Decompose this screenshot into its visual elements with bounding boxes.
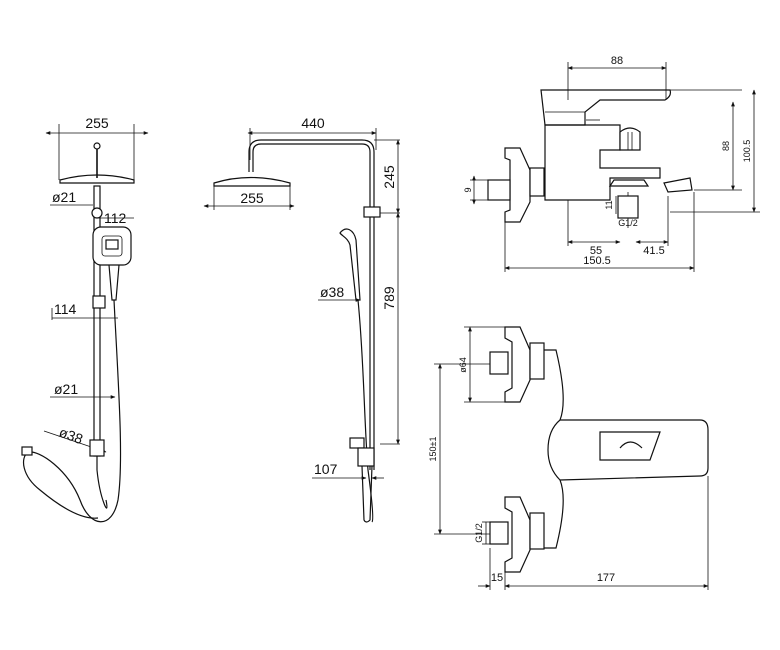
- lower-eccentric: [489, 521, 509, 545]
- valve-side: [349, 437, 365, 449]
- dim-wall-offset: 107: [314, 461, 338, 477]
- dim-head-width-side: 255: [240, 190, 264, 206]
- riser-joint: [91, 207, 103, 219]
- dim-mixer-total: 150.5: [583, 255, 611, 267]
- valve-outlet-side: [361, 465, 373, 523]
- mixer-body: [544, 124, 661, 201]
- slide-bracket: [92, 295, 106, 309]
- shower-hose-segment: [96, 469, 108, 509]
- spout-outlet: [608, 179, 650, 187]
- hand-shower-handle: [108, 264, 120, 301]
- diverter-knob: [619, 127, 641, 151]
- dim-arm-length: 440: [301, 115, 325, 131]
- nut: [529, 167, 545, 197]
- dim-rail-diameter: ø21: [54, 381, 78, 397]
- hose-outlet: [663, 177, 693, 193]
- dim-mixer-9: 9: [463, 187, 473, 192]
- shower-hose-loop: [22, 451, 99, 519]
- upper-eccentric: [489, 351, 509, 375]
- valve-body-side: [357, 447, 375, 467]
- dim-centers: 150±1: [428, 437, 438, 462]
- dim-mixer-55: 55: [590, 245, 602, 257]
- dim-offset-15: 15: [491, 572, 503, 584]
- spout-thread: [617, 195, 639, 219]
- hand-shower-nozzle-plate: [101, 235, 123, 257]
- mixer-top-view: ø64 150±1 G1/2 15 177: [428, 326, 709, 590]
- dim-arm-diameter: ø21: [52, 189, 76, 205]
- shower-arm: [252, 143, 371, 470]
- dim-spout-11: 11: [604, 200, 614, 209]
- diverter-valve: [89, 439, 105, 457]
- dim-rail-height: 789: [381, 286, 397, 310]
- head-pipe-cap: [93, 142, 101, 150]
- shower-hose: [27, 299, 122, 523]
- dim-head-width: 255: [85, 115, 109, 131]
- dim-mixer-88: 88: [721, 141, 731, 151]
- shower-arm-outer: [248, 139, 375, 470]
- dim-flange-diameter: ø64: [458, 357, 468, 373]
- dim-mixer-top-width: 88: [611, 55, 623, 67]
- upper-flange: [504, 326, 531, 403]
- dim-handset-width: 112: [104, 210, 127, 226]
- hand-shower-button: [105, 239, 119, 250]
- shower-head: [59, 174, 135, 184]
- mixer-side-view: 88 9 88 100.5 11: [463, 55, 760, 272]
- lower-nut: [529, 512, 545, 550]
- riser-joint-side: [363, 206, 381, 218]
- riser-pipe: [93, 185, 101, 457]
- lever-detail: [619, 441, 643, 449]
- lower-flange: [504, 496, 531, 573]
- eccentric-connector: [487, 179, 511, 201]
- dim-head-height: 245: [381, 165, 397, 189]
- mixer-lever: [540, 89, 672, 126]
- mixer-body-top: [544, 349, 564, 549]
- upper-nut: [529, 342, 545, 380]
- shower-head-side: [213, 176, 291, 187]
- dim-mixer-100-5: 100.5: [742, 140, 752, 163]
- dim-spout-thread: G1/2: [618, 218, 638, 228]
- lever-top: [599, 431, 661, 461]
- shower-side-view: 440 255 245 789 ø38 107: [203, 115, 400, 523]
- shower-front-view: 255 ø21 112 114 ø21 ø38: [21, 115, 149, 523]
- dim-handset-diameter-side: ø38: [320, 284, 344, 300]
- dim-valve-diameter: ø38: [57, 424, 85, 447]
- mixer-spout-top: [559, 419, 709, 481]
- hose-connector: [21, 446, 33, 456]
- dim-connector-thread: G1/2: [474, 523, 484, 543]
- dim-bracket: 114: [54, 301, 77, 317]
- dim-mixer-41-5: 41.5: [643, 245, 664, 257]
- dim-depth-177: 177: [597, 572, 615, 584]
